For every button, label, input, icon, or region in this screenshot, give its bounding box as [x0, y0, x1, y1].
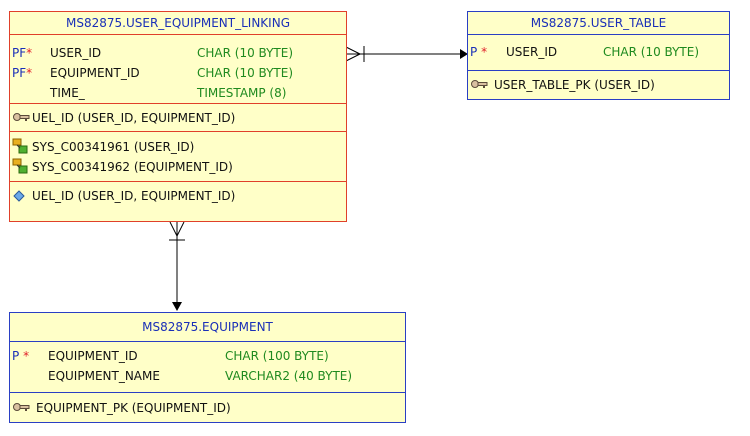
pk-constraint: UEL_ID (USER_ID, EQUIPMENT_ID) [32, 111, 236, 125]
primary-key-section: UEL_ID (USER_ID, EQUIPMENT_ID) [10, 103, 346, 131]
key-flag: PF* [12, 66, 33, 80]
foreign-key-icon [12, 138, 28, 154]
fk-constraint: SYS_C00341961 (USER_ID) [32, 140, 195, 154]
column-type: TIMESTAMP (8) [197, 86, 287, 100]
foreign-key-icon [12, 158, 28, 174]
column-row: TIME_ TIMESTAMP (8) [10, 83, 346, 103]
columns-section: P * USER_ID CHAR (10 BYTE) [468, 34, 729, 70]
column-name: EQUIPMENT_ID [50, 66, 140, 80]
column-name: USER_ID [506, 45, 558, 59]
column-type: CHAR (100 BYTE) [225, 349, 329, 363]
key-flag: P * [470, 45, 488, 59]
column-name: EQUIPMENT_ID [48, 349, 138, 363]
column-row: PF* USER_ID CHAR (10 BYTE) [10, 43, 346, 63]
column-row: EQUIPMENT_NAME VARCHAR2 (40 BYTE) [10, 366, 405, 386]
key-icon [13, 113, 30, 121]
entity-title: MS82875.USER_EQUIPMENT_LINKING [66, 16, 290, 30]
index-section: UEL_ID (USER_ID, EQUIPMENT_ID) [10, 181, 346, 211]
column-type: CHAR (10 BYTE) [197, 66, 294, 80]
key-flag: P * [12, 349, 30, 363]
pk-row: EQUIPMENT_PK (EQUIPMENT_ID) [10, 398, 405, 418]
entity-user-equipment-linking[interactable]: MS82875.USER_EQUIPMENT_LINKING PF* USER_… [9, 11, 347, 222]
primary-key-section: USER_TABLE_PK (USER_ID) [468, 70, 729, 99]
column-name: TIME_ [50, 86, 85, 100]
column-name: EQUIPMENT_NAME [48, 369, 160, 383]
columns-section: P * EQUIPMENT_ID CHAR (100 BYTE) EQUIPME… [10, 341, 405, 392]
fk-row: SYS_C00341962 (EQUIPMENT_ID) [10, 157, 346, 177]
columns-section: PF* USER_ID CHAR (10 BYTE) PF* EQUIPMENT… [10, 34, 346, 103]
relationship-linking-user-table [345, 46, 468, 62]
column-row: P * USER_ID CHAR (10 BYTE) [468, 42, 729, 62]
index-diamond-icon [13, 190, 25, 202]
entity-user-table[interactable]: MS82875.USER_TABLE P * USER_ID CHAR (10 … [467, 11, 730, 100]
primary-key-section: EQUIPMENT_PK (EQUIPMENT_ID) [10, 392, 405, 422]
column-type: CHAR (10 BYTE) [197, 46, 294, 60]
index-row: UEL_ID (USER_ID, EQUIPMENT_ID) [10, 186, 346, 206]
entity-title: MS82875.EQUIPMENT [142, 320, 273, 334]
pk-constraint: USER_TABLE_PK (USER_ID) [494, 78, 655, 92]
column-row: P * EQUIPMENT_ID CHAR (100 BYTE) [10, 346, 405, 366]
pk-constraint: EQUIPMENT_PK (EQUIPMENT_ID) [36, 401, 231, 415]
pk-row: UEL_ID (USER_ID, EQUIPMENT_ID) [10, 108, 346, 128]
foreign-keys-section: SYS_C00341961 (USER_ID) SYS_C00341962 (E… [10, 131, 346, 181]
relationship-linking-equipment [169, 221, 185, 311]
pk-row: USER_TABLE_PK (USER_ID) [468, 75, 729, 95]
column-type: VARCHAR2 (40 BYTE) [225, 369, 353, 383]
index-entry: UEL_ID (USER_ID, EQUIPMENT_ID) [32, 189, 236, 203]
entity-title: MS82875.USER_TABLE [530, 16, 667, 30]
fk-row: SYS_C00341961 (USER_ID) [10, 137, 346, 157]
column-row: PF* EQUIPMENT_ID CHAR (10 BYTE) [10, 63, 346, 83]
fk-constraint: SYS_C00341962 (EQUIPMENT_ID) [32, 160, 233, 174]
entity-equipment[interactable]: MS82875.EQUIPMENT P * EQUIPMENT_ID CHAR … [9, 312, 406, 423]
key-icon [13, 403, 30, 411]
key-icon [471, 80, 488, 88]
column-name: USER_ID [50, 46, 102, 60]
column-type: CHAR (10 BYTE) [603, 45, 700, 59]
key-flag: PF* [12, 46, 33, 60]
